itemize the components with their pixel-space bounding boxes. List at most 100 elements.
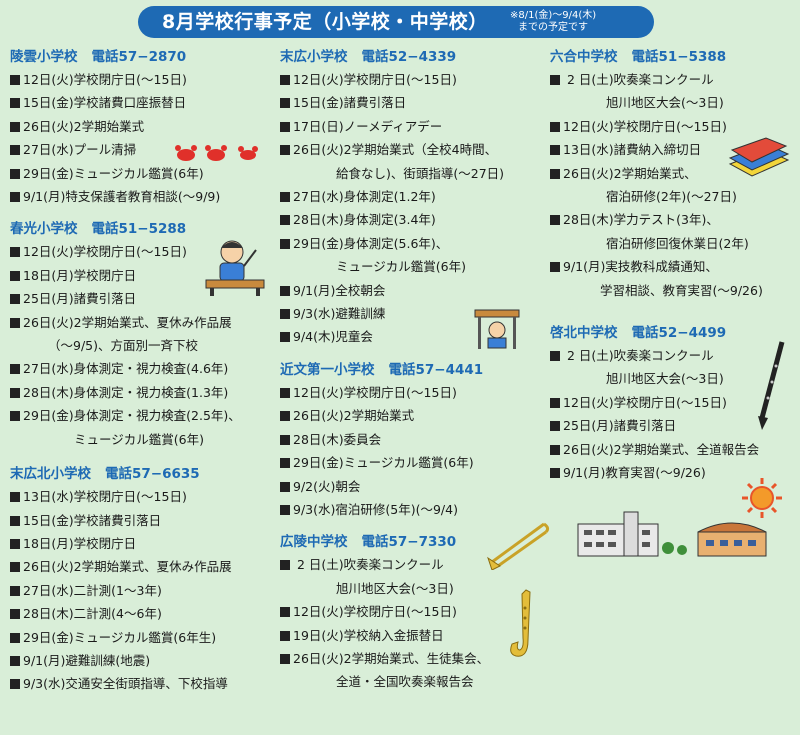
event-text: 12日(火)学校閉庁日(〜15日) [23,244,187,260]
event-item: 28日(木)二計測(4〜6年) [10,602,270,625]
event-item: 26日(火)2学期始業式（全校4時間、 [280,138,545,161]
event-text: 宿泊研修回復休業日(2年) [606,235,749,251]
bullet-square-icon [10,247,20,258]
school-name: 六合中学校 [550,49,618,65]
event-continuation: 宿泊研修回復休業日(2年) [550,232,795,255]
bullet-square-icon [10,192,20,203]
event-text: 9/1(月)教育実習(〜9/26) [563,465,706,481]
school-section: 啓北中学校電話52−4499 2 日(土)吹奏楽コンクール旭川地区大会(〜3日)… [550,322,795,484]
bullet-square-icon [280,192,290,203]
saxophone-icon [510,589,531,657]
bullet-square-icon [280,215,290,226]
event-text: 給食なし)、街頭指導(〜27日) [336,165,505,181]
bullet-square-icon [10,538,20,549]
event-item: 13日(水)学校閉庁日(〜15日) [10,485,270,508]
bullet-square-icon [280,285,290,296]
student-at-desk-icon [205,240,265,296]
event-text: 9/1(月)避難訓練(地震) [23,652,151,668]
bullet-square-icon [280,458,290,469]
event-text: 26日(火)2学期始業式（全校4時間、 [293,142,498,158]
event-text: ミュージカル鑑賞(6年) [336,259,466,275]
bullet-square-icon [280,607,290,618]
event-text: 26日(火)2学期始業式、夏休み作品展 [23,559,232,575]
event-text: 12日(火)学校閉庁日(〜15日) [563,118,727,134]
event-text: 学習相談、教育実習(〜9/26) [600,282,763,298]
bullet-square-icon [550,121,560,132]
bullet-square-icon [550,215,560,226]
bullet-square-icon [550,75,560,85]
trombone-icon [487,522,550,570]
event-item: 12日(火)学校閉庁日(〜15日) [10,240,270,263]
event-text: 29日(金)身体測定・視力検査(2.5年)、 [23,408,241,424]
bullet-square-icon [550,444,560,455]
bullet-square-icon [280,630,290,641]
event-text: 18日(月)学校閉庁日 [23,267,137,283]
school-name: 末広小学校 [280,49,348,65]
title-note-line: ※8/1(金)〜9/4(木) [510,10,597,21]
bullet-square-icon [10,294,20,305]
event-text: 27日(水)身体測定・視力検査(4.6年) [23,361,229,377]
bullet-square-icon [550,397,560,408]
bullet-square-icon [550,262,560,273]
bullet-square-icon [10,515,20,526]
event-item: 26日(火)2学期始業式 [280,404,545,427]
bullet-square-icon [10,364,20,375]
event-item: 15日(金)学校諸費口座振替日 [10,91,270,114]
bullet-square-icon [280,434,290,445]
bullet-square-icon [10,98,20,109]
school-heading: 末広北小学校電話57−6635 [10,463,270,485]
school-phone: 電話57−2870 [91,49,187,65]
event-item: 9/3(水)避難訓練 [280,302,545,325]
school-heading: 末広小学校電話52−4339 [280,46,545,68]
event-text: 28日(木)身体測定・視力検査(1.3年) [23,384,229,400]
event-text: 13日(水)諸費納入締切日 [563,142,702,158]
bullet-square-icon [280,121,290,132]
school-heading: 広陵中学校電話57−7330 [280,531,545,553]
event-text: 12日(火)学校閉庁日(〜15日) [23,72,187,87]
event-text: 15日(金)学校諸費引落日 [23,512,162,528]
event-item: 28日(木)身体測定・視力検査(1.3年) [10,381,270,404]
event-text: 18日(月)学校閉庁日 [23,535,137,551]
event-text: 26日(火)2学期始業式、生徒集会、 [293,650,490,666]
event-text: 26日(火)2学期始業式、全道報告会 [563,441,760,457]
school-name: 末広北小学校 [10,466,91,483]
event-text: 28日(木)身体測定(3.4年) [293,212,436,228]
bullet-square-icon [280,332,290,343]
event-continuation: ミュージカル鑑賞(6年) [10,428,270,451]
event-text: 26日(火)2学期始業式 [23,118,145,134]
event-text: 26日(火)2学期始業式、 [563,165,697,181]
event-continuation: 旭川地区大会(〜3日) [280,577,545,600]
event-item: 26日(火)2学期始業式、夏休み作品展 [10,555,270,578]
bullet-square-icon [550,351,560,362]
event-item: 15日(金)学校諸費引落日 [10,509,270,532]
school-phone: 電話52−4499 [631,325,727,342]
event-text: 12日(火)学校閉庁日(〜15日) [293,72,457,87]
event-text: 12日(火)学校閉庁日(〜15日) [293,604,457,620]
event-continuation: 宿泊研修(2年)(〜27日) [550,185,795,208]
event-text: 12日(火)学校閉庁日(〜15日) [293,384,457,400]
bullet-square-icon [10,679,20,690]
event-item: 12日(火)学校閉庁日(〜15日) [280,600,545,623]
event-continuation: 旭川地区大会(〜3日) [550,91,795,114]
title-note: ※8/1(金)〜9/4(木) までの予定です [510,10,596,34]
sun-icon [742,478,782,518]
event-item: 9/4(木)児童会 [280,325,545,348]
event-item: 29日(金)身体測定・視力検査(2.5年)、 [10,404,270,427]
event-text: 15日(金)学校諸費口座振替日 [23,95,187,111]
event-item: 26日(火)2学期始業式 [10,115,270,138]
event-text: 9/4(木)児童会 [293,329,373,345]
event-text: ミュージカル鑑賞(6年) [74,431,204,447]
event-item: 9/1(月)実技教科成績通知、 [550,255,795,278]
event-text: 宿泊研修(2年)(〜27日) [606,189,737,205]
school-heading: 啓北中学校電話52−4499 [550,322,795,344]
event-text: 12日(火)学校閉庁日(〜15日) [563,394,727,410]
title-note-line: までの予定です [518,22,588,33]
event-continuation: 学習相談、教育実習(〜9/26) [550,279,795,302]
school-phone: 電話57−7330 [361,534,457,551]
school-section: 六合中学校電話51−5388 2 日(土)吹奏楽コンクール旭川地区大会(〜3日)… [550,46,795,302]
event-text: 2 日(土)吹奏楽コンクール [563,72,714,87]
